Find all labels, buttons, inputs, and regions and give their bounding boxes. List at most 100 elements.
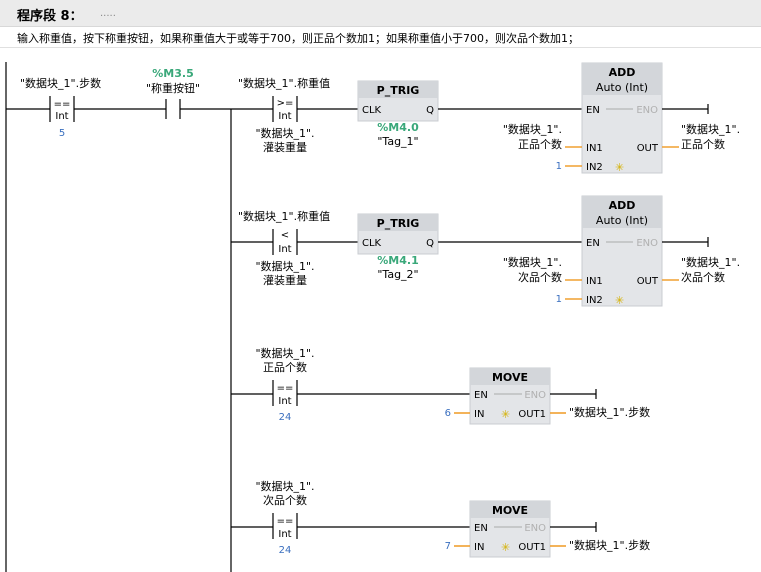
move-output-star-icon[interactable]: ✳	[501, 408, 510, 421]
data-type-selector[interactable]: Auto (Int)	[596, 81, 648, 94]
operand-bottom-member: 灌装重量	[263, 273, 307, 287]
data-type: Int	[278, 244, 291, 255]
compare-operator: >=	[277, 98, 294, 109]
pin-eno: ENO	[636, 105, 658, 116]
ptrig-block[interactable]: P_TRIG CLK Q %M4.1 "Tag_2"	[357, 213, 439, 281]
memory-address: %M4.0	[377, 121, 419, 134]
in2-constant: 1	[556, 294, 562, 305]
rung-4: "数据块_1". 次品个数 == Int 24 MOVE EN ENO IN ✳…	[231, 479, 650, 558]
tag-name: "Tag_2"	[377, 268, 418, 281]
compare-constant: 24	[279, 412, 292, 423]
network-title: 程序段 8：	[17, 9, 83, 24]
compare-constant: 5	[59, 128, 65, 139]
pin-en: EN	[474, 390, 488, 401]
tag-name: "Tag_1"	[377, 135, 418, 148]
pin-eno: ENO	[524, 523, 546, 534]
operand-top-member: 次品个数	[263, 493, 307, 507]
compare-contact-ge[interactable]: "数据块_1".称重值 >= Int "数据块_1". 灌装重量	[238, 76, 330, 154]
pin-in1: IN1	[586, 276, 603, 287]
out-operand-member: 次品个数	[681, 270, 725, 284]
move-output-star-icon[interactable]: ✳	[501, 541, 510, 554]
pin-in1: IN1	[586, 143, 603, 154]
add-block[interactable]: ADD Auto (Int) EN ENO IN1 IN2 ✳ OUT	[581, 195, 663, 307]
no-contact-weigh-button[interactable]: %M3.5 "称重按钮"	[146, 67, 200, 119]
compare-contact-step[interactable]: "数据块_1".步数 == Int 5	[20, 76, 101, 139]
pin-q: Q	[426, 238, 434, 249]
data-type: Int	[278, 396, 291, 407]
add-block[interactable]: ADD Auto (Int) EN ENO IN1 IN2 ✳ OUT	[581, 62, 663, 174]
in2-constant: 1	[556, 161, 562, 172]
pin-clk: CLK	[362, 238, 382, 249]
operand-bottom: "数据块_1".	[255, 259, 314, 273]
memory-address: %M4.1	[377, 254, 418, 267]
move-block[interactable]: MOVE EN ENO IN ✳ OUT1	[469, 500, 551, 558]
compare-operator: ==	[277, 383, 294, 394]
pin-in2: IN2	[586, 162, 603, 173]
compare-contact-good-count[interactable]: "数据块_1". 正品个数 == Int 24	[255, 346, 314, 423]
add-input-star-icon[interactable]: ✳	[615, 161, 624, 174]
block-title: P_TRIG	[377, 217, 420, 230]
block-title: ADD	[609, 199, 636, 212]
rung-3: "数据块_1". 正品个数 == Int 24 MOVE EN ENO IN ✳…	[231, 346, 650, 425]
data-type: Int	[278, 111, 291, 122]
compare-contact-reject-count[interactable]: "数据块_1". 次品个数 == Int 24	[255, 479, 314, 556]
pin-out1: OUT1	[518, 542, 546, 553]
network-comment[interactable]: 输入称重值，按下称重按钮，如果称重值大于或等于700，则正品个数加1；如果称重值…	[0, 27, 761, 48]
ptrig-block[interactable]: P_TRIG CLK Q %M4.0 "Tag_1"	[357, 80, 439, 148]
data-type: Int	[55, 111, 68, 122]
pin-eno: ENO	[636, 238, 658, 249]
pin-out1: OUT1	[518, 409, 546, 420]
pin-out: OUT	[637, 143, 659, 154]
move-block[interactable]: MOVE EN ENO IN ✳ OUT1	[469, 367, 551, 425]
rung-1: "数据块_1".称重值 >= Int "数据块_1". 灌装重量 P_TRIG …	[238, 62, 740, 174]
pin-en: EN	[474, 523, 488, 534]
contact-address: %M3.5	[152, 67, 193, 80]
data-type: Int	[278, 529, 291, 540]
contact-operand: "称重按钮"	[146, 81, 200, 95]
in-constant: 7	[445, 541, 451, 552]
block-title: MOVE	[492, 371, 528, 384]
out-operand-member: 正品个数	[681, 138, 725, 151]
pin-in: IN	[474, 542, 484, 553]
compare-operator: ==	[277, 516, 294, 527]
operand-top: "数据块_1".	[255, 346, 314, 360]
compare-contact-lt[interactable]: "数据块_1".称重值 < Int "数据块_1". 灌装重量	[238, 209, 330, 287]
out-operand: "数据块_1".	[681, 255, 740, 269]
pin-in: IN	[474, 409, 484, 420]
compare-constant: 24	[279, 545, 292, 556]
operand-label: "数据块_1".步数	[20, 76, 101, 90]
pin-clk: CLK	[362, 105, 382, 116]
operand-bottom-member: 灌装重量	[263, 140, 307, 154]
network-title-placeholder[interactable]: .....	[100, 8, 116, 19]
network-comment-text: 输入称重值，按下称重按钮，如果称重值大于或等于700，则正品个数加1；如果称重值…	[17, 32, 579, 45]
operand-top: "数据块_1".	[255, 479, 314, 493]
out-operand: "数据块_1".	[681, 122, 740, 136]
operand-top: "数据块_1".称重值	[238, 76, 330, 90]
in1-operand-member: 正品个数	[518, 138, 562, 151]
pin-en: EN	[586, 238, 600, 249]
compare-operator: ==	[54, 99, 71, 110]
block-title: MOVE	[492, 504, 528, 517]
block-title: ADD	[609, 66, 636, 79]
operand-top-member: 正品个数	[263, 361, 307, 374]
in1-operand: "数据块_1".	[503, 122, 562, 136]
data-type-selector[interactable]: Auto (Int)	[596, 214, 648, 227]
in1-operand: "数据块_1".	[503, 255, 562, 269]
operand-top: "数据块_1".称重值	[238, 209, 330, 223]
add-input-star-icon[interactable]: ✳	[615, 294, 624, 307]
pin-en: EN	[586, 105, 600, 116]
pin-out: OUT	[637, 276, 659, 287]
in1-operand-member: 次品个数	[518, 270, 562, 284]
pin-q: Q	[426, 105, 434, 116]
network-header[interactable]: 程序段 8： .....	[0, 0, 761, 27]
pin-in2: IN2	[586, 295, 603, 306]
pin-eno: ENO	[524, 390, 546, 401]
compare-operator: <	[281, 230, 289, 241]
block-title: P_TRIG	[377, 84, 420, 97]
in-constant: 6	[445, 408, 451, 419]
out-operand: "数据块_1".步数	[569, 405, 650, 419]
rung-2: "数据块_1".称重值 < Int "数据块_1". 灌装重量 P_TRIG C…	[231, 195, 740, 307]
out-operand: "数据块_1".步数	[569, 538, 650, 552]
operand-bottom: "数据块_1".	[255, 126, 314, 140]
